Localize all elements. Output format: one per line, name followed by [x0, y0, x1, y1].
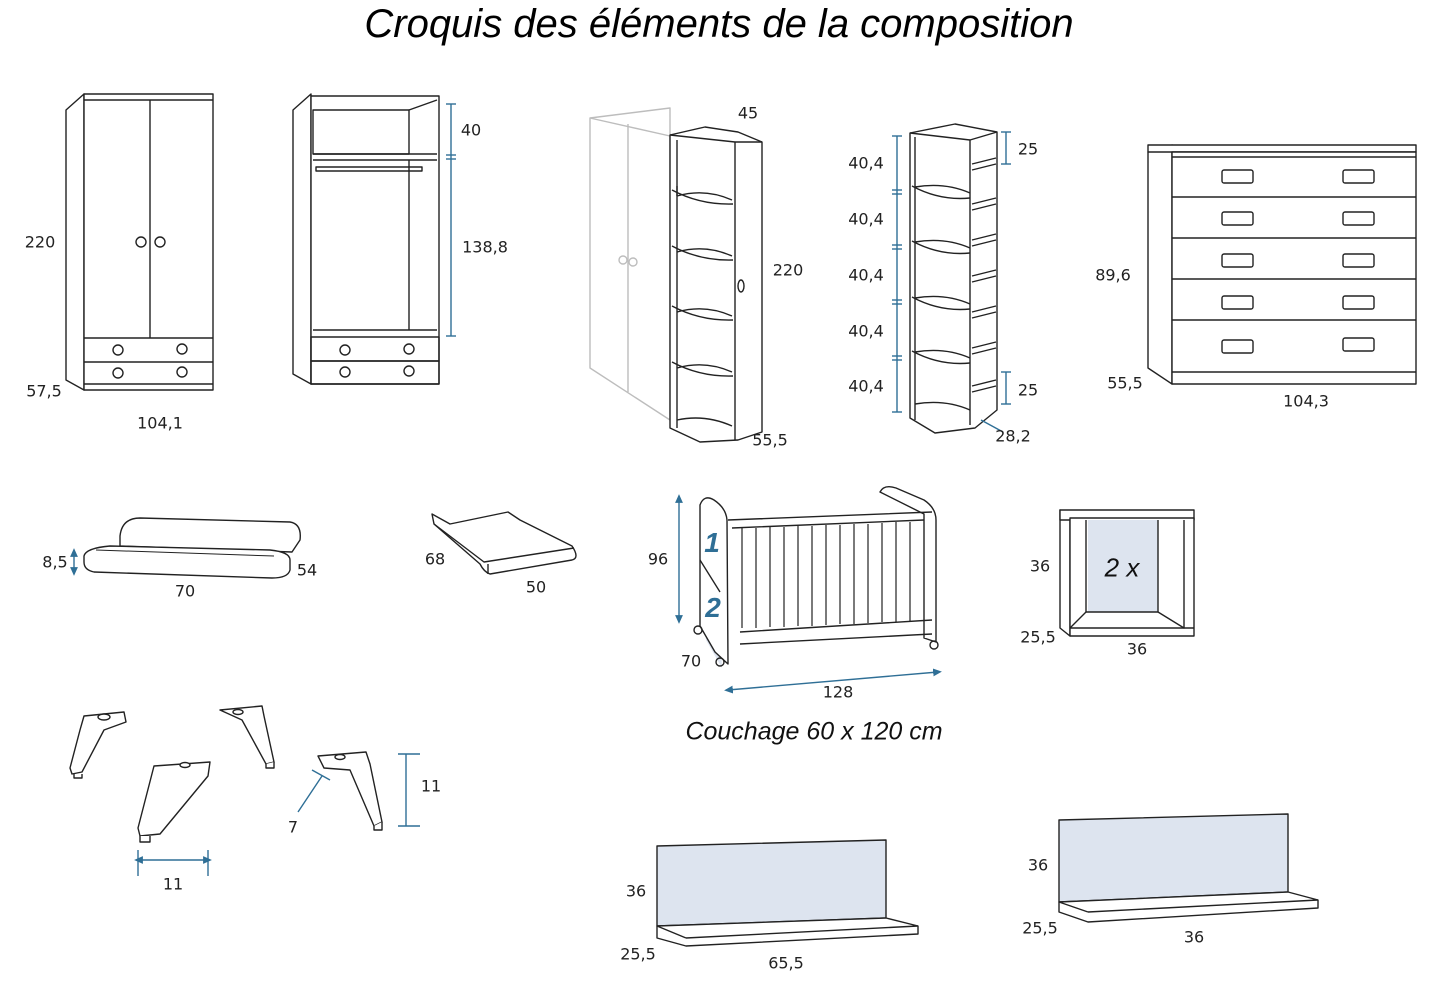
corner-shelf-width-label: 28,2: [995, 426, 1031, 446]
cube-shelf-quantity: 2 x: [1104, 552, 1140, 583]
changing-pad-height-label: 8,5: [42, 552, 68, 572]
feet-width-label: 11: [162, 874, 184, 894]
corner-shelf-spacing-label: 40,4: [848, 321, 884, 341]
corner-unit-bottom-depth-label: 55,5: [752, 430, 788, 450]
crib: [675, 485, 942, 694]
wall-shelf-large: [656, 839, 919, 947]
crib-sleeping-area-caption: Couchage 60 x 120 cm: [685, 717, 943, 746]
corner-unit-height-label: 220: [772, 260, 804, 280]
feet-height-label: 11: [420, 776, 442, 796]
wall-shelf-small-depth-label: 25,5: [1022, 918, 1058, 938]
corner-shelf-spacing-label: 40,4: [848, 153, 884, 173]
changing-pad-width-label: 70: [174, 581, 196, 601]
changing-tray-depth-label: 68: [424, 549, 446, 569]
crib-depth-label: 70: [680, 651, 702, 671]
corner-unit-top-depth-label: 45: [737, 103, 759, 123]
dresser: [1147, 144, 1417, 385]
wall-shelf-small-width-label: 36: [1183, 927, 1205, 947]
wardrobe-closed: [65, 93, 214, 391]
wardrobe-width-label: 104,1: [137, 413, 183, 433]
crib-height-label: 96: [647, 549, 669, 569]
changing-tray-width-label: 50: [525, 577, 547, 597]
wall-shelf-small-height-label: 36: [1027, 855, 1049, 875]
wall-shelf-small: [1058, 813, 1319, 923]
page-title: Croquis des éléments de la composition: [364, 2, 1074, 46]
wall-shelf-large-height-label: 36: [625, 881, 647, 901]
wall-shelf-large-width-label: 65,5: [768, 953, 804, 973]
feet-depth-label: 7: [287, 817, 299, 837]
changing-tray: [431, 511, 577, 575]
corner-shelf-spacing-label: 40,4: [848, 376, 884, 396]
dresser-height-label: 89,6: [1095, 265, 1131, 285]
furniture-feet: [69, 705, 420, 876]
crib-label-two: 2: [705, 592, 721, 623]
cube-shelf-height-label: 36: [1029, 556, 1051, 576]
dresser-depth-label: 55,5: [1107, 373, 1143, 393]
cube-shelf: [1059, 509, 1195, 637]
wall-shelf-large-depth-label: 25,5: [620, 944, 656, 964]
cube-shelf-width-label: 36: [1126, 639, 1148, 659]
wardrobe-open: [292, 93, 456, 385]
corner-shelf-spacing-label: 40,4: [848, 209, 884, 229]
changing-pad: [70, 517, 301, 579]
corner-shelf: [892, 123, 1011, 434]
wardrobe-top-section-label: 40: [460, 120, 482, 140]
dresser-width-label: 104,3: [1283, 391, 1329, 411]
wardrobe-height-label: 220: [24, 232, 56, 252]
corner-shelf-bottom-gap-label: 25: [1017, 380, 1039, 400]
changing-pad-depth-label: 54: [296, 560, 318, 580]
corner-shelf-top-gap-label: 25: [1017, 139, 1039, 159]
crib-label-one: 1: [704, 527, 720, 558]
wardrobe-depth-label: 57,5: [26, 381, 62, 401]
cube-shelf-depth-label: 25,5: [1020, 627, 1056, 647]
corner-unit: [589, 107, 763, 443]
corner-shelf-spacing-label: 40,4: [848, 265, 884, 285]
crib-length-label: 128: [822, 682, 854, 702]
wardrobe-hanging-section-label: 138,8: [462, 237, 508, 257]
